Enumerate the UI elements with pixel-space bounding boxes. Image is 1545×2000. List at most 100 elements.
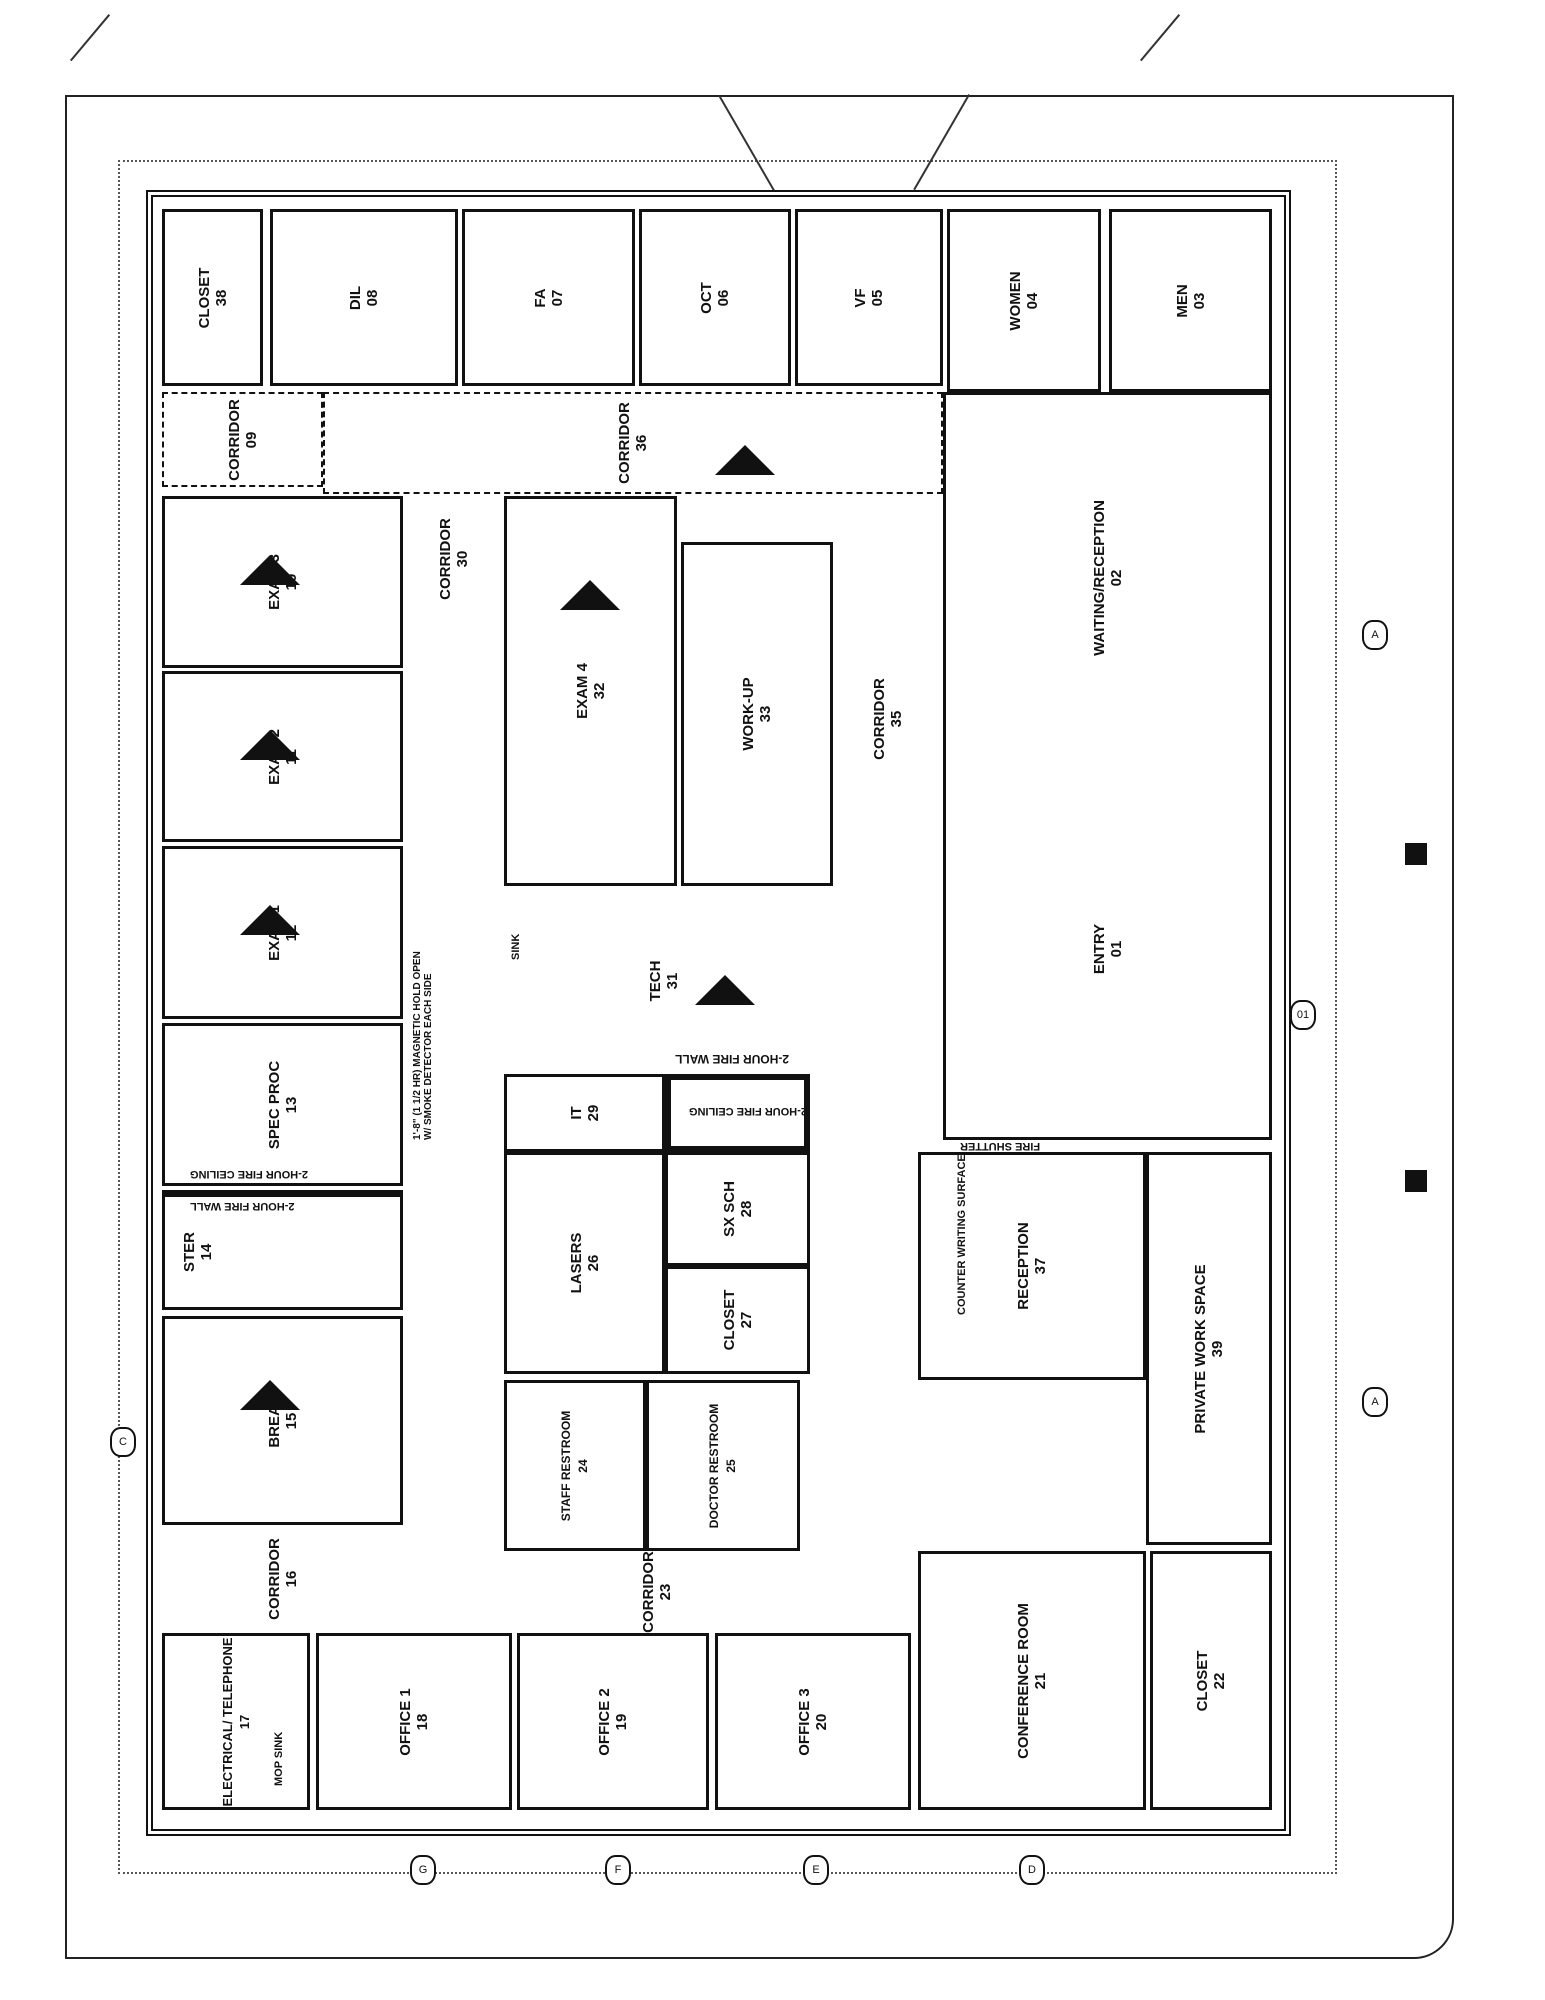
room-number: 37	[1032, 1257, 1049, 1275]
room-number: 21	[1032, 1672, 1049, 1689]
room-name: CLOSET	[195, 267, 213, 328]
room-name: FA	[531, 287, 549, 308]
room-name: TECH	[647, 960, 664, 1002]
room-number: 32	[590, 682, 608, 700]
room-number: 14	[197, 1243, 215, 1261]
counter-note: COUNTER WRITING SURFACE	[956, 1154, 968, 1315]
room-number: 33	[757, 705, 774, 723]
grid-marker: 01	[1290, 1000, 1316, 1030]
door-hold-open-note: 1'-8" (1 1/2 HR) MAGNETIC HOLD OPEN W/ S…	[412, 951, 434, 1140]
elevation-marker-icon	[240, 1380, 300, 1410]
room-number: 22	[1211, 1672, 1228, 1689]
room-name: WAITING/RECEPTION	[1090, 499, 1108, 656]
room-name: CORRIDOR	[225, 398, 243, 481]
room-number: 04	[1024, 292, 1041, 309]
closet-fire-ceiling[interactable]: 2-HOUR FIRE CEILING	[665, 1074, 810, 1152]
room-number: 27	[737, 1311, 755, 1329]
room-number: 05	[869, 289, 886, 306]
room-name: RECEPTION	[1015, 1222, 1032, 1310]
elevation-marker-icon	[560, 580, 620, 610]
room-name: CLOSET	[1194, 1650, 1211, 1711]
room-number: 03	[1190, 292, 1208, 309]
grid-marker: D	[1019, 1855, 1045, 1885]
room-number: 24	[576, 1458, 590, 1473]
room-name: CORRIDOR	[436, 517, 454, 600]
room-number: 13	[282, 1096, 300, 1113]
room-name: PRIVATE WORK SPACE	[1192, 1263, 1209, 1434]
room-number: 30	[453, 550, 471, 567]
building-outline	[146, 190, 1291, 1836]
room-number: 07	[548, 289, 566, 306]
room-name: ENTRY	[1090, 923, 1108, 974]
room-number: 19	[613, 1713, 630, 1730]
property-line	[118, 160, 1337, 1874]
room-name: OFFICE 1	[397, 1687, 414, 1756]
room-number: 06	[715, 289, 732, 306]
room-name: LASERS	[567, 1232, 585, 1294]
room-name: STAFF RESTROOM	[559, 1410, 573, 1521]
room-name: CONFERENCE ROOM	[1015, 1602, 1032, 1759]
room-name: CORRIDOR	[616, 402, 633, 484]
hatch-line	[70, 14, 111, 62]
column-marker-icon	[1405, 1170, 1427, 1192]
room-name: WOMEN	[1007, 270, 1024, 331]
room-number: 36	[633, 434, 650, 452]
room-number: 28	[737, 1200, 755, 1218]
sink-note: SINK	[510, 933, 522, 960]
grid-marker: A	[1362, 1387, 1388, 1417]
fire-wall-note: 2-HOUR FIRE WALL	[190, 1200, 295, 1212]
room-name: VF	[852, 287, 869, 308]
